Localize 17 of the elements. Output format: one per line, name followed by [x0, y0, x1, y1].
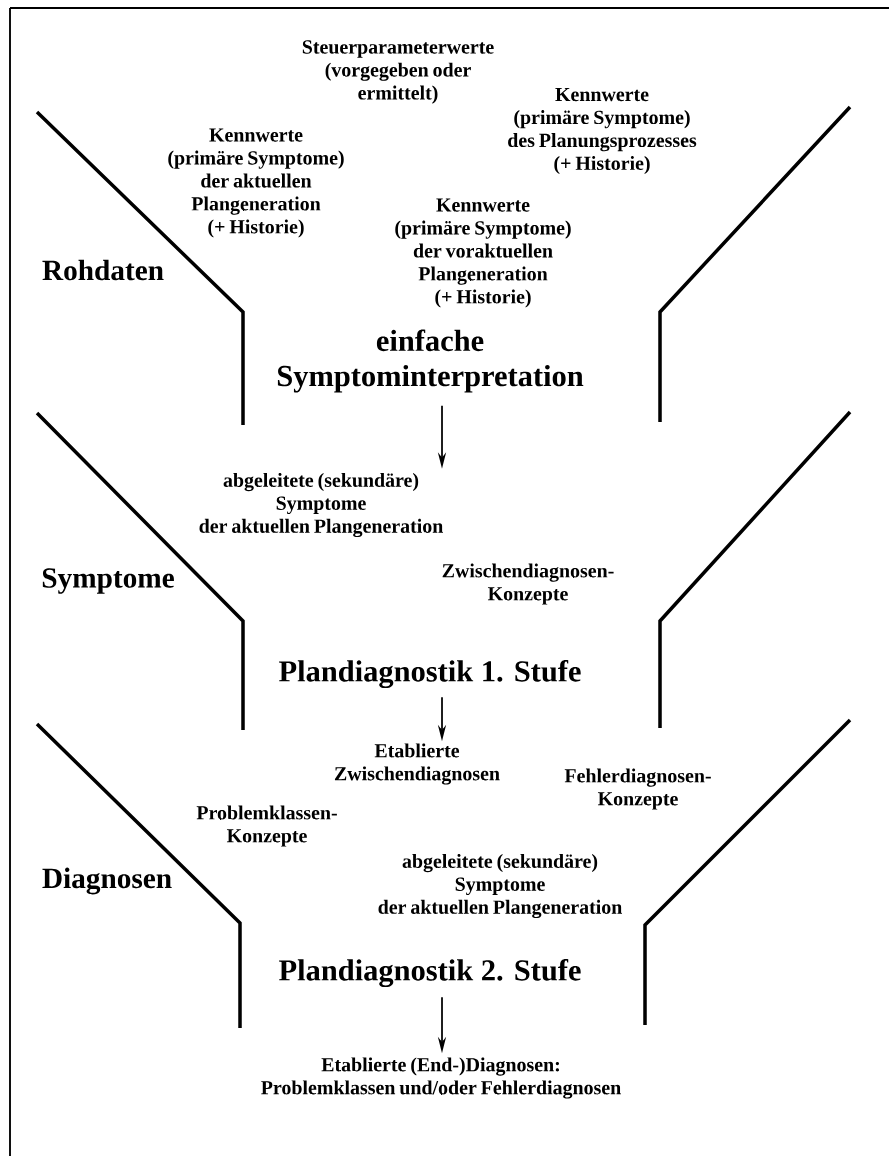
annotation-text: abgeleitete (sekundäre) Symptome der aktuellen Plangeneration: [378, 853, 622, 919]
result-text: abgeleitete (sekundäre) Symptome der aktuellen Plangeneration: [199, 472, 443, 538]
annotation-text: Kennwerte (primäre Symptome) der voraktuellen Plangeneration (+ Historie): [395, 198, 571, 308]
annotation-text: Fehlerdiagnosen- Konzepte: [564, 768, 711, 810]
process-label: Plandiagnostik 1. Stufe: [279, 659, 581, 689]
level-heading: Diagnosen: [42, 867, 172, 895]
result-text: Etablierte Zwischendiagnosen: [334, 743, 500, 785]
process-label: einfache Symptominterpretation: [277, 329, 584, 393]
level-heading: Rohdaten: [42, 259, 164, 281]
annotation-text: Steuerparameterwerte (vorgegeben oder ermittelt): [302, 40, 494, 104]
annotation-text: Problemklassen- Konzepte: [196, 805, 337, 847]
process-label: Plandiagnostik 2. Stufe: [279, 958, 581, 988]
annotation-text: Kennwerte (primäre Symptome) der aktuellen Plangeneration (+ Historie): [168, 128, 344, 238]
annotation-text: Zwischendiagnosen- Konzepte: [442, 563, 614, 605]
level-heading: Symptome: [42, 568, 174, 594]
annotation-text: Kennwerte (primäre Symptome) des Planungsprozesses (+ Historie): [508, 87, 697, 175]
result-text: Etablierte (End-)Diagnosen: Problemklassen und/oder Fehlerdiagnosen: [261, 1057, 621, 1099]
